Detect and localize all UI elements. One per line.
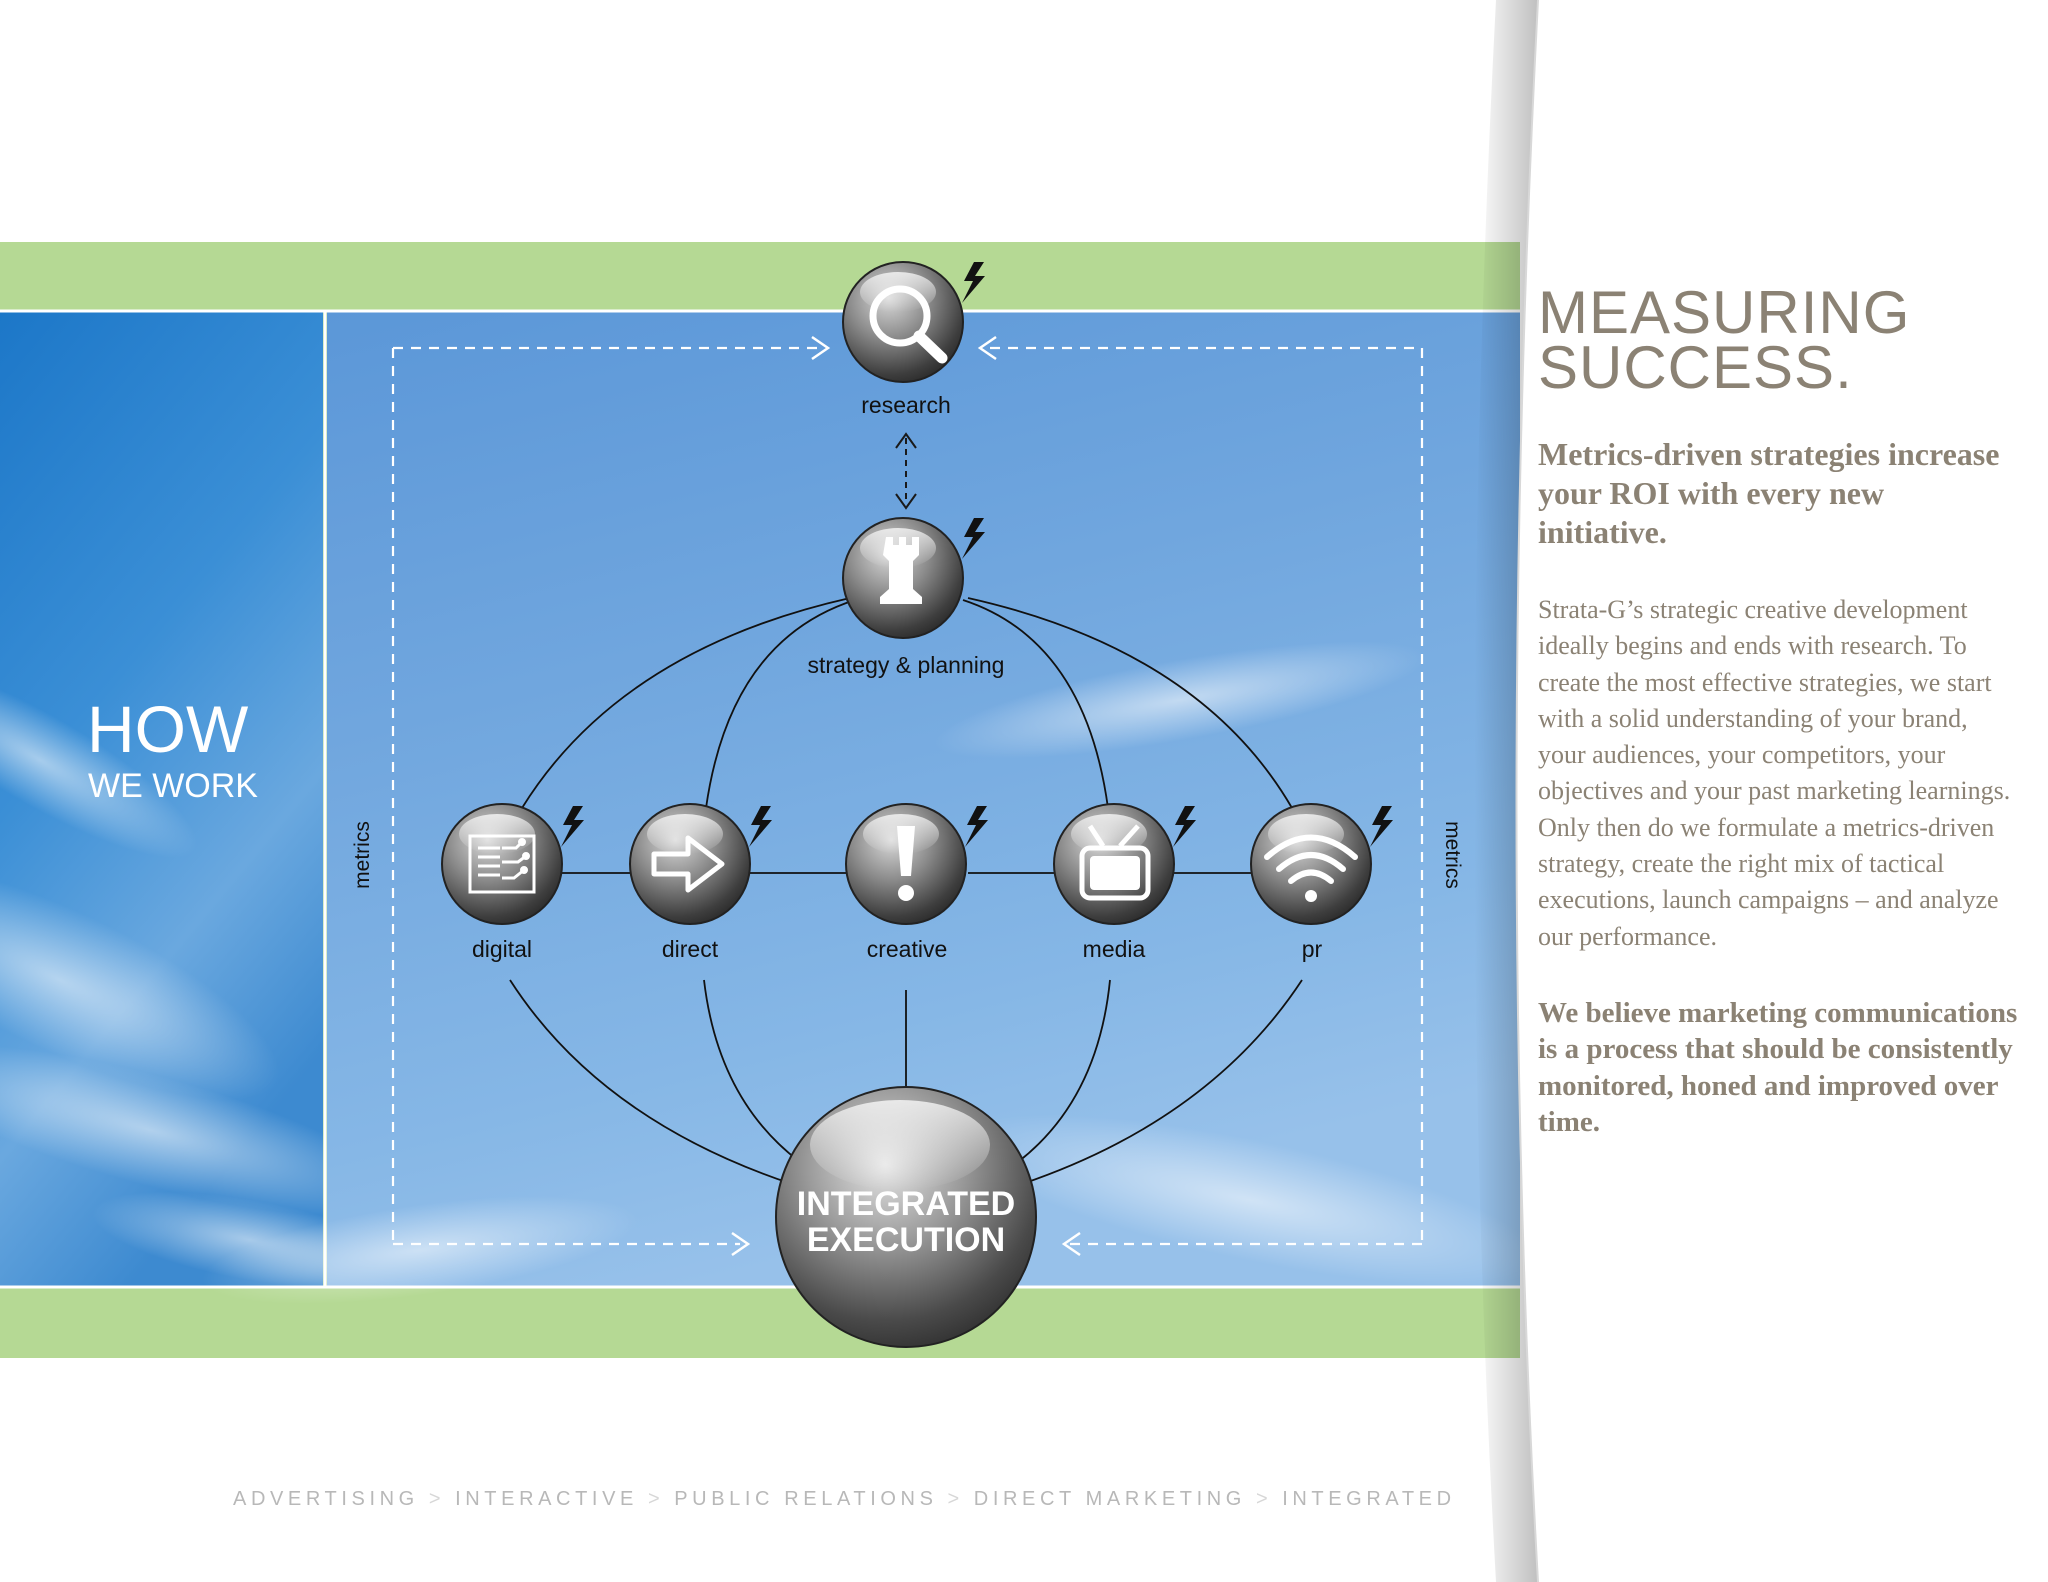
creative-node [845,803,988,925]
metrics-label-right: metrics [1441,821,1464,889]
node-label-pr: pr [1302,936,1323,962]
node-label-research: research [861,392,950,418]
right-page-text: MEASURING SUCCESS. Metrics-driven strate… [1538,283,2018,1140]
heading-line-1: MEASURING [1538,279,1911,346]
pr-node [1250,803,1393,925]
page-heading: MEASURING SUCCESS. [1538,283,2018,398]
lightning-icon [965,806,988,847]
footer-separator: > [947,1488,964,1510]
node-label-direct: direct [662,936,719,962]
arrowhead [1061,1231,1081,1257]
footer-separator: > [1255,1488,1273,1510]
digital-node [441,803,584,925]
television-icon [1079,824,1151,901]
research-node [842,261,985,383]
footer-item-interactive: INTERACTIVE [455,1488,638,1510]
hub-line-2: EXECUTION [807,1221,1005,1259]
arrow-right-icon [651,835,725,893]
footer-item-direct-marketing: DIRECT MARKETING [973,1488,1246,1510]
we-work-title: WE WORK [88,767,258,805]
metrics-label-left: metrics [351,821,374,889]
lightning-icon [962,518,985,559]
node-label-media: media [1083,936,1146,962]
footer-item-advertising: ADVERTISING [233,1488,419,1510]
hub-line-1: INTEGRATED [797,1185,1015,1223]
lightning-icon [962,262,985,303]
services-footer: ADVERTISING > INTERACTIVE > PUBLIC RELATIONS… [233,1488,1456,1511]
footer-item-integrated: INTEGRATED [1282,1488,1456,1510]
footer-separator: > [647,1488,665,1510]
chess-rook-icon [880,537,922,604]
right-page-surface [1516,0,2048,1582]
lightning-icon [1370,806,1393,847]
arrowhead [811,335,831,361]
arrowhead [731,1231,751,1257]
node-label-creative: creative [867,936,948,962]
magnifier-icon [869,285,948,364]
strategy-node [842,517,985,639]
subheading: Metrics-driven strategies increase your … [1538,436,2000,550]
node-label-strategy: strategy & planning [808,652,1005,678]
node-label-digital: digital [472,936,532,962]
lightning-icon [561,806,584,847]
lightning-icon [1173,806,1196,847]
how-title: HOW [87,692,249,766]
metrics-loop [391,346,1424,1246]
page-edge [1515,0,1539,1582]
heading-line-2: SUCCESS. [1538,334,1853,401]
media-node [1053,803,1196,925]
footer-separator: > [428,1488,446,1510]
direct-node [629,803,772,925]
exclamation-icon [897,826,915,901]
body-paragraph: Strata-G’s strategic creative developmen… [1538,595,2011,951]
connector-lines [509,597,1303,1185]
left-sky-panel [0,312,408,1289]
arrowhead [977,335,997,361]
research-strategy-link [895,432,917,510]
footer-item-public-relations: PUBLIC RELATIONS [674,1488,938,1510]
lightning-icon [749,806,772,847]
wifi-icon [1264,834,1358,902]
belief-paragraph: We believe marketing communications is a… [1538,996,2018,1138]
circuit-board-icon [468,834,536,894]
integrated-execution-hub: INTEGRATED EXECUTION [775,1086,1037,1348]
